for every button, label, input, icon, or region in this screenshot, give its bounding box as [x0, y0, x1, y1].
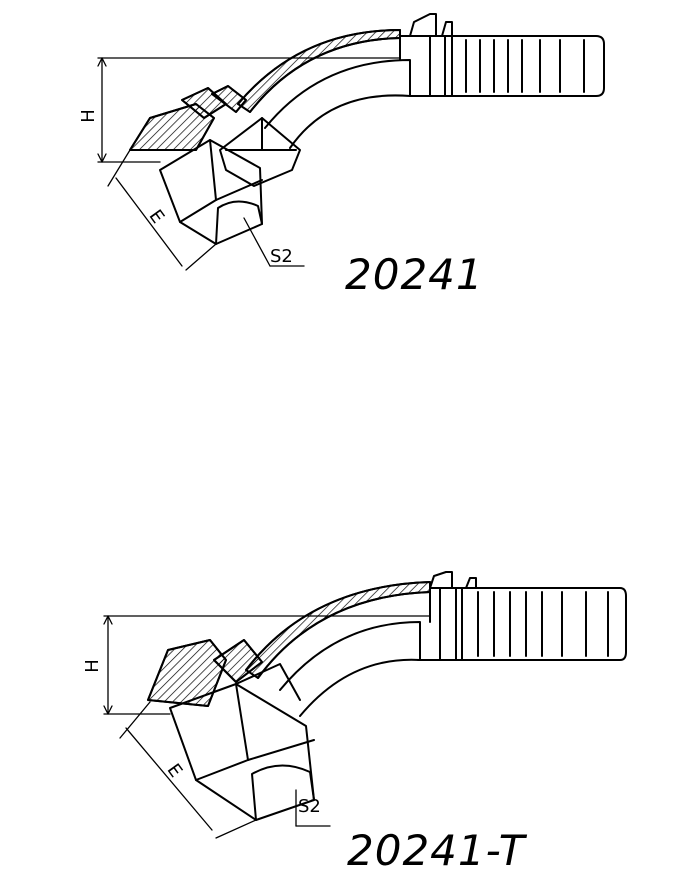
dimension-e-20241	[107, 149, 217, 271]
dimension-h-20241	[97, 57, 401, 163]
leader-s2-20241-t	[295, 789, 331, 827]
bent-tube-20241-t	[245, 581, 431, 717]
swivel-nut-20241-t	[147, 639, 263, 707]
leader-s2-20241	[243, 217, 305, 267]
hose-tail-20241-t	[417, 571, 627, 661]
bent-tube-20241	[237, 29, 411, 149]
dim-label-h-20241: H	[78, 109, 99, 123]
dim-label-s2-20241: S2	[270, 246, 293, 267]
dim-label-h-20241-t: H	[82, 659, 103, 673]
dimension-e-20241-t	[119, 701, 257, 839]
part-number-label: 20241-T	[347, 826, 526, 875]
dim-label-e-20241: E	[145, 206, 169, 228]
dimension-h-20241-t	[103, 615, 431, 715]
fitting-drawing-20241	[97, 13, 605, 271]
dim-label-s2-20241-t: S2	[298, 796, 321, 817]
swivel-nut-20241	[129, 85, 247, 151]
hex-body-20241	[159, 117, 301, 245]
fitting-drawing-20241-t	[103, 571, 627, 839]
hose-tail-20241	[399, 13, 605, 97]
hex-body-20241-t	[169, 663, 315, 821]
part-number-label: 20241	[345, 250, 484, 299]
dim-label-e-20241-t: E	[163, 760, 187, 782]
